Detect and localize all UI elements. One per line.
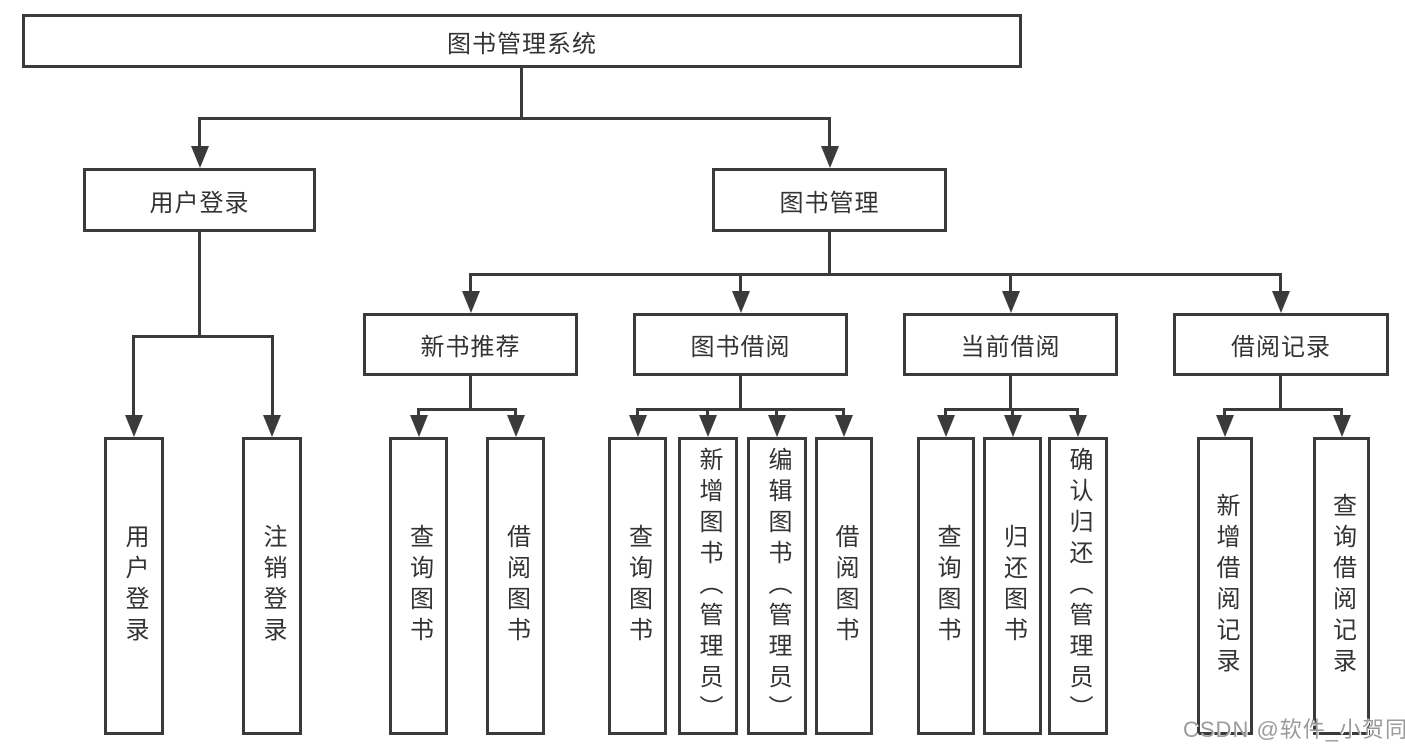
node-login: 用户登录 xyxy=(104,437,164,735)
node-user-login-branch: 用户登录 xyxy=(83,168,316,232)
arrow-to-book-borrow xyxy=(732,291,750,313)
connector-to-user-login xyxy=(198,117,201,149)
connector-new-book-rec-stub xyxy=(469,376,472,408)
node-nb-borrow: 借阅图书 xyxy=(486,437,545,735)
node-new-book-rec: 新书推荐 xyxy=(363,313,578,376)
arrow-to-current-borrow xyxy=(1002,291,1020,313)
connector-book-borrow-branch xyxy=(636,408,845,411)
arrow-to-bb-edit xyxy=(768,415,786,437)
arrow-to-nb-borrow xyxy=(507,415,525,437)
node-cb-return: 归还图书 xyxy=(983,437,1042,735)
connector-book-mgmt-branch xyxy=(469,273,1282,276)
connector-to-bb-edit xyxy=(775,408,778,418)
connector-book-borrow-stub xyxy=(739,376,742,408)
arrow-to-borrow-records xyxy=(1272,291,1290,313)
connector-root-branch xyxy=(198,117,831,120)
connector-to-new-book-rec xyxy=(469,273,472,293)
connector-to-br-query xyxy=(1340,408,1343,418)
connector-to-current-borrow xyxy=(1009,273,1012,293)
connector-borrow-records-branch xyxy=(1223,408,1342,411)
arrow-to-login xyxy=(125,415,143,437)
arrow-to-bb-add xyxy=(699,415,717,437)
node-cb-confirm: 确认归还（管理员） xyxy=(1048,437,1108,735)
connector-to-br-add xyxy=(1223,408,1226,418)
node-br-query: 查询借阅记录 xyxy=(1313,437,1370,735)
arrow-to-bb-borrow xyxy=(835,415,853,437)
connector-to-logout xyxy=(271,335,274,417)
arrow-to-cb-confirm xyxy=(1069,415,1087,437)
node-nb-query: 查询图书 xyxy=(389,437,448,735)
connector-to-cb-confirm xyxy=(1076,408,1079,418)
arrow-to-nb-query xyxy=(410,415,428,437)
node-bb-borrow: 借阅图书 xyxy=(815,437,873,735)
connector-new-book-rec-branch xyxy=(417,408,517,411)
node-borrow-records: 借阅记录 xyxy=(1173,313,1389,376)
node-book-mgmt-branch: 图书管理 xyxy=(712,168,947,232)
connector-user-login-stub xyxy=(198,232,201,335)
arrow-to-book-mgmt xyxy=(821,146,839,168)
connector-borrow-records-stub xyxy=(1279,376,1282,408)
node-cb-query: 查询图书 xyxy=(917,437,975,735)
connector-to-cb-query xyxy=(944,408,947,418)
arrow-to-br-query xyxy=(1333,415,1351,437)
connector-to-book-mgmt xyxy=(828,117,831,149)
connector-to-cb-return xyxy=(1011,408,1014,418)
connector-to-bb-add xyxy=(706,408,709,418)
connector-user-login-branch xyxy=(133,335,274,338)
node-bb-query: 查询图书 xyxy=(608,437,667,735)
connector-to-login xyxy=(132,335,135,417)
connector-to-nb-query xyxy=(417,408,420,418)
arrow-to-user-login xyxy=(191,146,209,168)
node-bb-add: 新增图书（管理员） xyxy=(678,437,738,735)
arrow-to-bb-query xyxy=(629,415,647,437)
node-bb-edit: 编辑图书（管理员） xyxy=(747,437,807,735)
connector-to-bb-query xyxy=(636,408,639,418)
node-book-borrow: 图书借阅 xyxy=(633,313,848,376)
connector-to-borrow-records xyxy=(1279,273,1282,293)
node-root: 图书管理系统 xyxy=(22,14,1022,68)
connector-to-bb-borrow xyxy=(842,408,845,418)
connector-root-stub xyxy=(520,68,523,117)
arrow-to-new-book-rec xyxy=(462,291,480,313)
arrow-to-cb-return xyxy=(1004,415,1022,437)
connector-current-borrow-stub xyxy=(1009,376,1012,408)
node-current-borrow: 当前借阅 xyxy=(903,313,1118,376)
arrow-to-cb-query xyxy=(937,415,955,437)
connector-book-mgmt-stub xyxy=(828,232,831,273)
arrow-to-br-add xyxy=(1216,415,1234,437)
node-logout: 注销登录 xyxy=(242,437,302,735)
connector-to-book-borrow xyxy=(739,273,742,293)
arrow-to-logout xyxy=(263,415,281,437)
csdn-watermark: CSDN @软件_小贺同学 xyxy=(1183,717,1405,742)
node-br-add: 新增借阅记录 xyxy=(1197,437,1253,735)
connector-to-nb-borrow xyxy=(514,408,517,418)
